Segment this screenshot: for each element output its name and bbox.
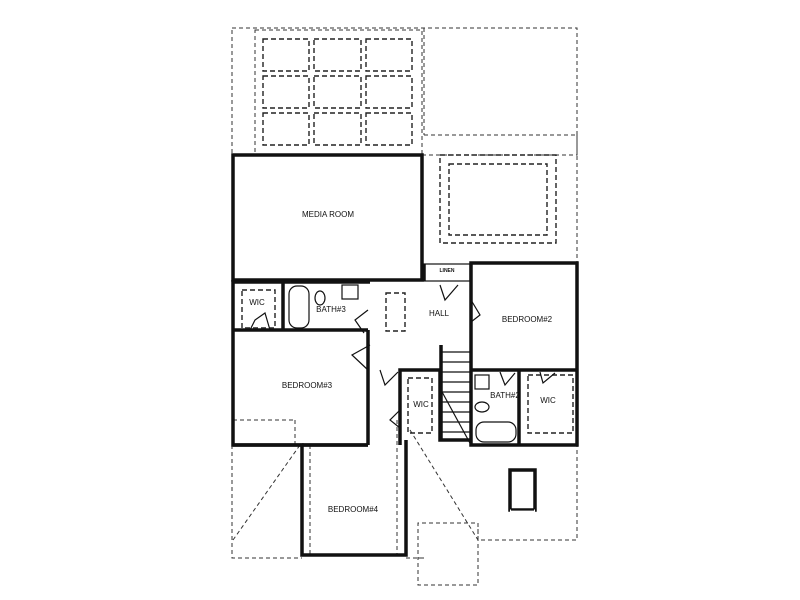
toilet-bath3 bbox=[314, 290, 326, 306]
label-bath2: BATH#2 bbox=[490, 391, 520, 400]
sink-bath2 bbox=[474, 374, 490, 390]
label-bedroom3: BEDROOM#3 bbox=[282, 381, 333, 390]
label-linen: LINEN bbox=[440, 268, 455, 274]
label-wic-middle: WIC bbox=[413, 400, 429, 409]
closet-outlines bbox=[241, 289, 574, 434]
fixtures bbox=[288, 284, 517, 443]
stairs bbox=[440, 351, 472, 446]
tray-ceiling bbox=[439, 154, 557, 244]
bathtub-bath2 bbox=[475, 421, 517, 443]
label-hall: HALL bbox=[429, 309, 450, 318]
label-wic-left: WIC bbox=[249, 298, 265, 307]
label-wic-right: WIC bbox=[540, 396, 556, 405]
skylight-grid bbox=[262, 38, 413, 146]
label-bedroom2: BEDROOM#2 bbox=[502, 315, 553, 324]
label-bath3: BATH#3 bbox=[316, 305, 346, 314]
bathtub-bath3 bbox=[288, 285, 310, 329]
sink-bath3 bbox=[341, 284, 359, 300]
toilet-bath2 bbox=[474, 401, 490, 413]
label-bedroom4: BEDROOM#4 bbox=[328, 505, 379, 514]
walls bbox=[231, 153, 579, 557]
label-media-room: MEDIA ROOM bbox=[302, 210, 354, 219]
doors bbox=[249, 284, 556, 429]
